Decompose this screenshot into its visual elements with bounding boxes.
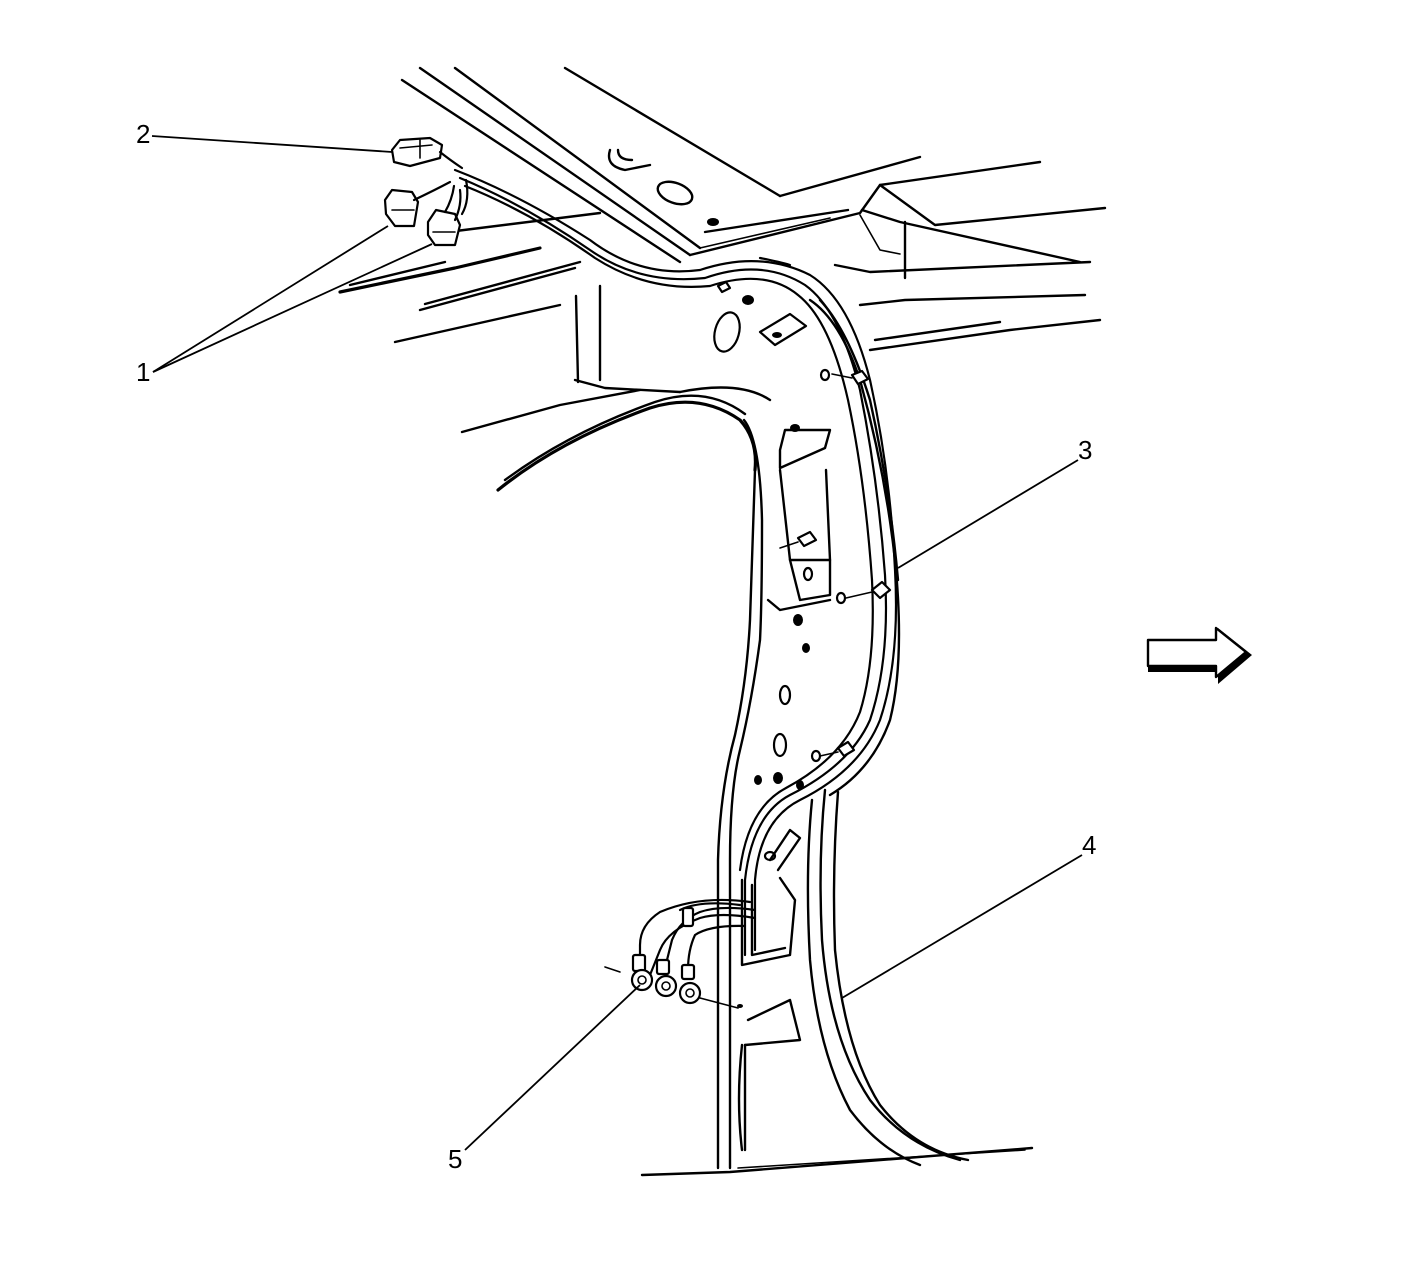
pillar-holes	[713, 295, 847, 1008]
callout-5: 5	[448, 1144, 462, 1174]
roof-rail	[338, 211, 682, 434]
roof-panel	[400, 66, 1107, 352]
callout-3: 3	[1078, 435, 1092, 465]
callout-4: 4	[1082, 830, 1096, 860]
b-pillar	[640, 298, 1034, 1177]
harness-clip	[716, 280, 732, 294]
harness-clip	[779, 530, 818, 549]
harness-clip	[845, 580, 892, 600]
leader-lines	[151, 135, 1083, 1151]
callout-1: 1	[136, 357, 150, 387]
connector-1b	[426, 178, 469, 247]
door-opening	[496, 386, 772, 492]
harness-clip	[831, 369, 870, 386]
connector-2	[390, 136, 464, 170]
forward-arrow-icon	[1146, 626, 1252, 684]
wiring-harness	[453, 168, 898, 967]
harness-clip	[819, 740, 856, 758]
connector-1a	[383, 180, 452, 228]
callout-2: 2	[136, 119, 150, 149]
ground-terminals	[604, 898, 757, 1009]
